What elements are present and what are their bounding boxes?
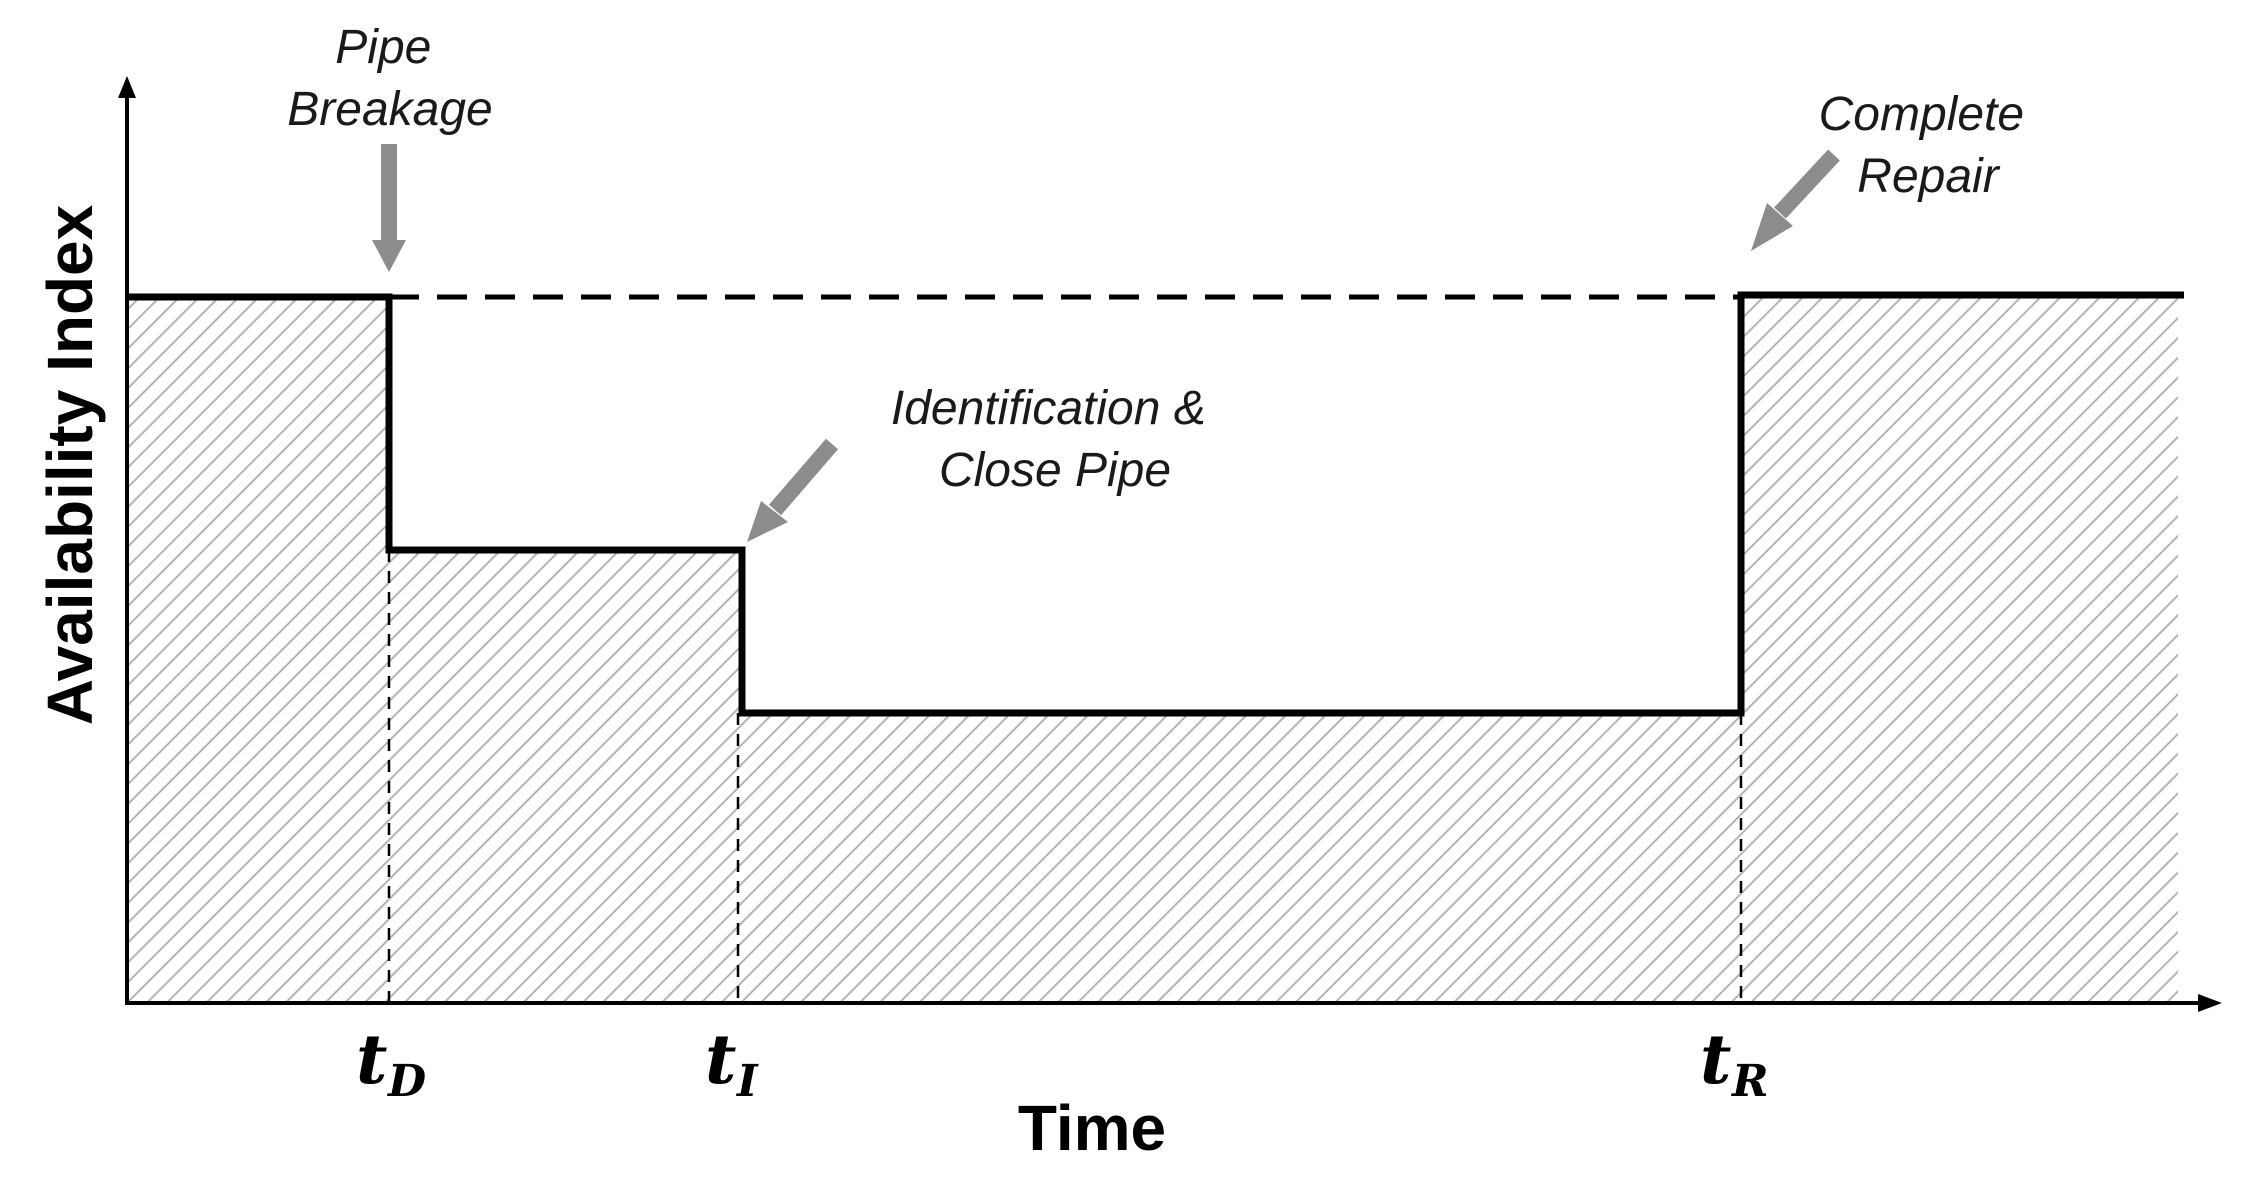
annotation-complete-repair-line2: Repair bbox=[1857, 150, 2000, 203]
time-marker-ti-sub: I bbox=[735, 1056, 759, 1107]
availability-curve bbox=[127, 291, 2184, 717]
arrow-identification bbox=[747, 438, 839, 542]
time-marker-tr: t R bbox=[1700, 1020, 1769, 1107]
annotation-pipe-breakage: Pipe Breakage bbox=[287, 21, 492, 136]
annotation-identification: Identification & Close Pipe bbox=[891, 382, 1219, 497]
time-marker-td: t D bbox=[356, 1020, 426, 1107]
time-marker-td-main: t bbox=[356, 1020, 387, 1100]
x-axis-arrowhead bbox=[2198, 994, 2222, 1012]
time-marker-td-sub: D bbox=[386, 1056, 426, 1107]
y-axis-arrowhead bbox=[118, 76, 136, 98]
annotation-complete-repair: Complete Repair bbox=[1819, 88, 2038, 203]
time-marker-ti-main: t bbox=[705, 1020, 736, 1100]
annotation-complete-repair-line1: Complete bbox=[1819, 88, 2024, 141]
availability-area bbox=[127, 295, 2178, 1003]
time-marker-ti: t I bbox=[705, 1020, 759, 1107]
annotation-identification-line1: Identification & bbox=[891, 382, 1206, 435]
x-axis-title: Time bbox=[1018, 1092, 1166, 1164]
time-marker-tr-main: t bbox=[1700, 1020, 1731, 1100]
annotation-identification-line2: Close Pipe bbox=[939, 444, 1171, 497]
arrow-pipe-breakage bbox=[372, 144, 406, 272]
time-marker-tr-sub: R bbox=[1730, 1056, 1769, 1107]
y-axis-title: Availability Index bbox=[34, 204, 106, 725]
annotation-pipe-breakage-line1: Pipe bbox=[335, 21, 431, 74]
annotation-pipe-breakage-line2: Breakage bbox=[287, 83, 492, 136]
arrow-complete-repair bbox=[1751, 149, 1840, 251]
